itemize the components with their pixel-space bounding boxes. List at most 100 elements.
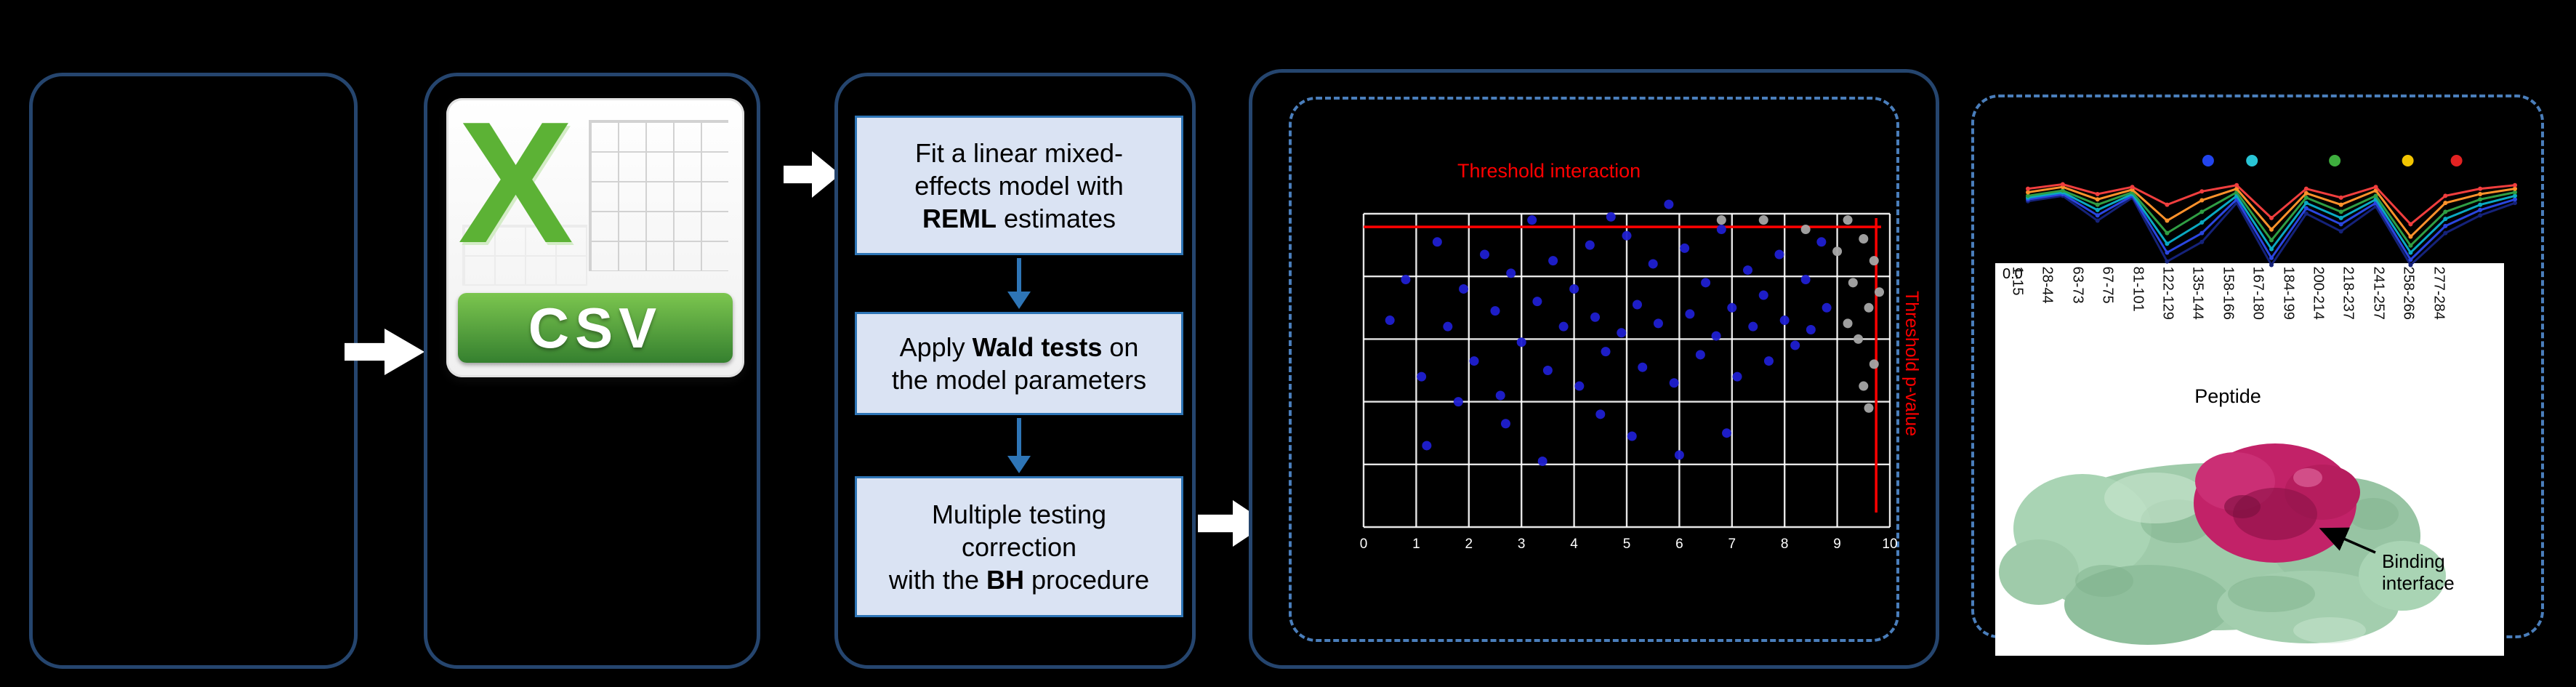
legend-dot-icon xyxy=(2329,155,2341,166)
uptake-point xyxy=(2443,230,2448,236)
x-tick-label: 2 xyxy=(1465,537,1473,552)
uptake-point xyxy=(2303,186,2309,191)
step-box-wald: Apply Wald tests on the model parameters xyxy=(855,312,1183,415)
csv-file-icon: X CSV xyxy=(446,87,744,377)
scatter-point-non-significant-peptides xyxy=(1758,215,1768,225)
scatter-point-significant-peptides xyxy=(1527,215,1537,225)
scatter-point-significant-peptides xyxy=(1469,356,1479,366)
uptake-point xyxy=(2478,191,2483,196)
uptake-point xyxy=(2269,262,2274,268)
x-tick-label: 10 xyxy=(1882,537,1897,552)
x-tick-label: 6 xyxy=(1675,537,1683,552)
scatter-point-significant-peptides xyxy=(1727,302,1737,313)
threshold-pvalue-label: Threshold p-value xyxy=(1901,291,1922,436)
scatter-point-non-significant-peptides xyxy=(1832,246,1843,257)
uptake-line-series-teal xyxy=(2026,191,2516,254)
scatter-point-significant-peptides xyxy=(1601,347,1611,357)
scatter-point-significant-peptides xyxy=(1537,456,1547,466)
panel-csv: X CSV xyxy=(424,73,760,669)
scatter-point-significant-peptides xyxy=(1774,249,1784,260)
uptake-point xyxy=(2443,193,2448,198)
uptake-point xyxy=(2199,189,2205,194)
scatter-point-significant-peptides xyxy=(1495,390,1505,401)
scatter-point-significant-peptides xyxy=(1822,302,1832,313)
scatter-point-non-significant-peptides xyxy=(1843,215,1853,225)
uptake-point xyxy=(2443,217,2448,222)
scatter-point-significant-peptides xyxy=(1516,337,1526,347)
uptake-point xyxy=(2165,230,2170,236)
scatter-point-significant-peptides xyxy=(1674,450,1684,460)
legend-dot-icon xyxy=(2402,155,2414,166)
scatter-point-significant-peptides xyxy=(1758,290,1768,300)
excel-x-logo: X xyxy=(458,87,573,279)
scatter-point-non-significant-peptides xyxy=(1853,334,1864,344)
step-text: Fit a linear mixed- effects model with R… xyxy=(914,137,1124,233)
peptide-tick-label: 81-101 xyxy=(2130,266,2146,312)
uptake-point xyxy=(2303,211,2309,216)
uptake-point xyxy=(2513,186,2517,191)
uptake-point xyxy=(2165,202,2170,207)
scatter-point-significant-peptides xyxy=(1417,371,1427,382)
peptide-tick-label: 1-15 xyxy=(2009,266,2026,296)
uptake-point xyxy=(2373,193,2378,198)
step-box-bh: Multiple testing correction with the BH … xyxy=(855,476,1183,617)
volcano-dashed-frame xyxy=(1289,97,1899,642)
uptake-point xyxy=(2408,222,2413,227)
uptake-point xyxy=(2269,215,2274,220)
scatter-point-significant-peptides xyxy=(1748,321,1758,332)
uptake-point xyxy=(2269,255,2274,260)
uptake-point xyxy=(2408,250,2413,255)
csv-label: CSV xyxy=(528,295,663,360)
uptake-point xyxy=(2303,201,2309,206)
scatter-point-significant-peptides xyxy=(1595,409,1606,419)
scatter-point-significant-peptides xyxy=(1422,441,1432,451)
scatter-point-significant-peptides xyxy=(1443,321,1453,332)
uptake-point xyxy=(2095,197,2100,202)
spreadsheet-grid-faint xyxy=(462,225,587,286)
scatter-point-non-significant-peptides xyxy=(1864,302,1874,313)
scatter-point-significant-peptides xyxy=(1680,243,1690,253)
scatter-point-significant-peptides xyxy=(1627,431,1637,441)
binding-pointer-arrow-icon xyxy=(2319,527,2376,554)
step-connector-arrowhead-1-icon xyxy=(1007,292,1031,309)
uptake-point xyxy=(2338,222,2343,227)
uptake-point xyxy=(2478,202,2483,207)
uptake-point xyxy=(2199,239,2205,244)
uptake-point xyxy=(2513,190,2517,195)
peptide-tick-label: 241-257 xyxy=(2370,266,2387,320)
peptide-tick-label: 63-73 xyxy=(2069,266,2086,304)
peptide-tick-label: 277-284 xyxy=(2431,266,2447,320)
scatter-point-significant-peptides xyxy=(1401,275,1411,285)
x-tick-label: 1 xyxy=(1412,537,1420,552)
peptide-tick-label: 67-75 xyxy=(2099,266,2116,304)
scatter-point-significant-peptides xyxy=(1480,249,1490,260)
scatter-point-significant-peptides xyxy=(1800,275,1811,285)
uptake-point xyxy=(2443,209,2448,214)
scatter-point-significant-peptides xyxy=(1695,350,1705,360)
uptake-point xyxy=(2373,185,2378,190)
legend-dot-icon xyxy=(2202,155,2214,166)
step-text: Apply Wald tests on the model parameters xyxy=(891,332,1147,395)
uptake-point xyxy=(2338,195,2343,200)
peptide-tick-label: 200-214 xyxy=(2310,266,2327,320)
peptide-tick-label: 167-180 xyxy=(2250,266,2266,320)
scatter-point-significant-peptides xyxy=(1622,230,1632,241)
scatter-point-significant-peptides xyxy=(1574,381,1585,391)
spreadsheet-grid xyxy=(589,120,728,271)
scatter-point-non-significant-peptides xyxy=(1848,278,1858,288)
uptake-point xyxy=(2338,209,2343,214)
uptake-point xyxy=(2303,190,2309,196)
scatter-point-significant-peptides xyxy=(1763,356,1774,366)
uptake-point xyxy=(2095,218,2100,223)
x-tick-label: 3 xyxy=(1518,537,1526,552)
uptake-point xyxy=(2130,185,2135,190)
x-tick-label: 9 xyxy=(1833,537,1841,552)
scatter-point-significant-peptides xyxy=(1638,362,1648,372)
scatter-point-significant-peptides xyxy=(1590,312,1601,322)
scatter-point-non-significant-peptides xyxy=(1859,233,1869,244)
uptake-point xyxy=(2513,193,2517,198)
uptake-point xyxy=(2269,238,2274,243)
scatter-point-significant-peptides xyxy=(1711,331,1721,341)
uptake-point xyxy=(2269,227,2274,232)
x-tick-label: 5 xyxy=(1623,537,1631,552)
